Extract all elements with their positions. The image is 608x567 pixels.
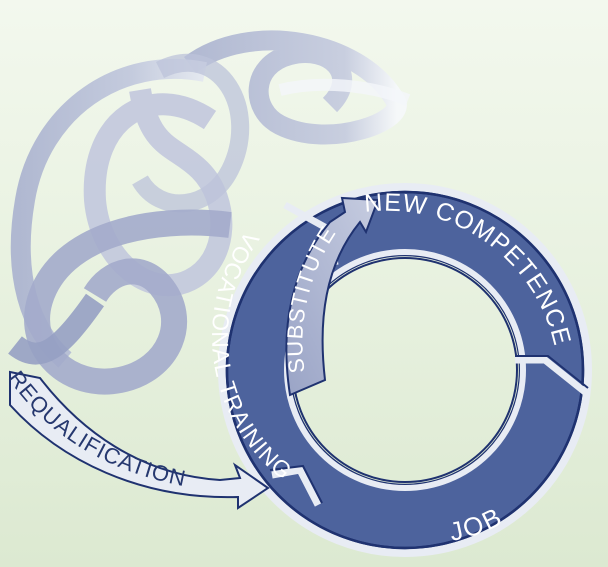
main-ring: [218, 183, 592, 557]
ring-separator-outlines: [269, 355, 589, 504]
requalification-loop: [8, 209, 232, 395]
requalification-arrow: [9, 370, 270, 510]
substitute-arrow: [285, 196, 380, 397]
